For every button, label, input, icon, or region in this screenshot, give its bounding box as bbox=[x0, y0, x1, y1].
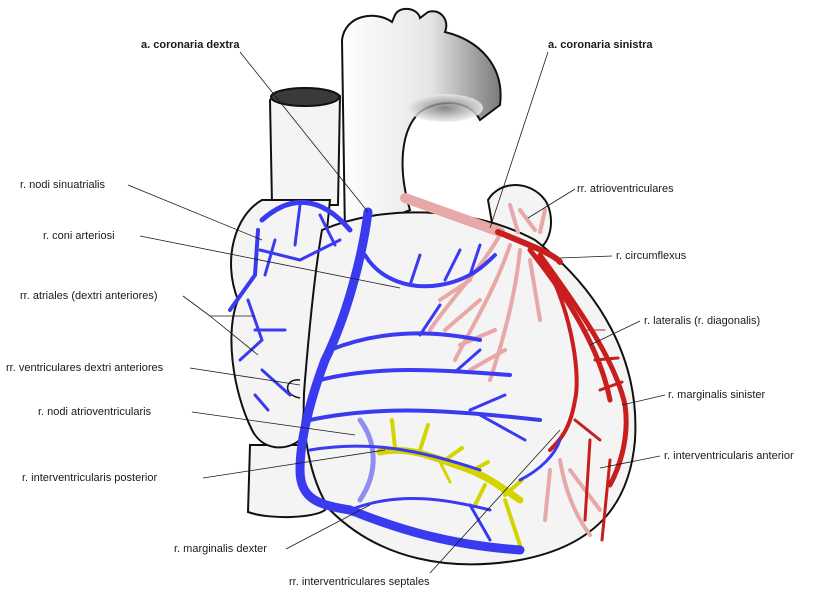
label-r-circumflexus: r. circumflexus bbox=[616, 250, 687, 262]
label-rr-interventriculares-septales: rr. interventriculares septales bbox=[289, 576, 430, 588]
label-rr-atrioventriculares: rr. atrioventriculares bbox=[577, 183, 674, 195]
right-coronary-artery bbox=[228, 199, 562, 555]
label-r-marginalis-dexter: r. marginalis dexter bbox=[174, 543, 267, 555]
label-a-coronaria-dextra: a. coronaria dextra bbox=[141, 39, 240, 51]
labels: a. coronaria dextra a. coronaria sinistr… bbox=[6, 39, 794, 588]
label-r-interventricularis-anterior: r. interventricularis anterior bbox=[664, 450, 794, 462]
leader-lines bbox=[127, 51, 666, 574]
left-coronary-pale-branches bbox=[428, 203, 602, 537]
left-main-stem bbox=[400, 193, 505, 237]
label-r-lateralis: r. lateralis (r. diagonalis) bbox=[644, 315, 760, 327]
label-r-marginalis-sinister: r. marginalis sinister bbox=[668, 389, 766, 401]
label-r-nodi-atrioventricularis: r. nodi atrioventricularis bbox=[38, 406, 152, 418]
label-r-coni-arteriosi: r. coni arteriosi bbox=[43, 230, 115, 242]
label-rr-atriales: rr. atriales (dextri anteriores) bbox=[20, 290, 158, 302]
label-rr-ventriculares-dextri: rr. ventriculares dextri anteriores bbox=[6, 362, 164, 374]
heart-body bbox=[230, 7, 637, 566]
label-r-nodi-sinuatrialis: r. nodi sinuatrialis bbox=[20, 179, 105, 191]
label-a-coronaria-sinistra: a. coronaria sinistra bbox=[548, 39, 653, 51]
left-coronary-artery bbox=[495, 229, 629, 542]
label-r-interventricularis-posterior: r. interventricularis posterior bbox=[22, 472, 157, 484]
